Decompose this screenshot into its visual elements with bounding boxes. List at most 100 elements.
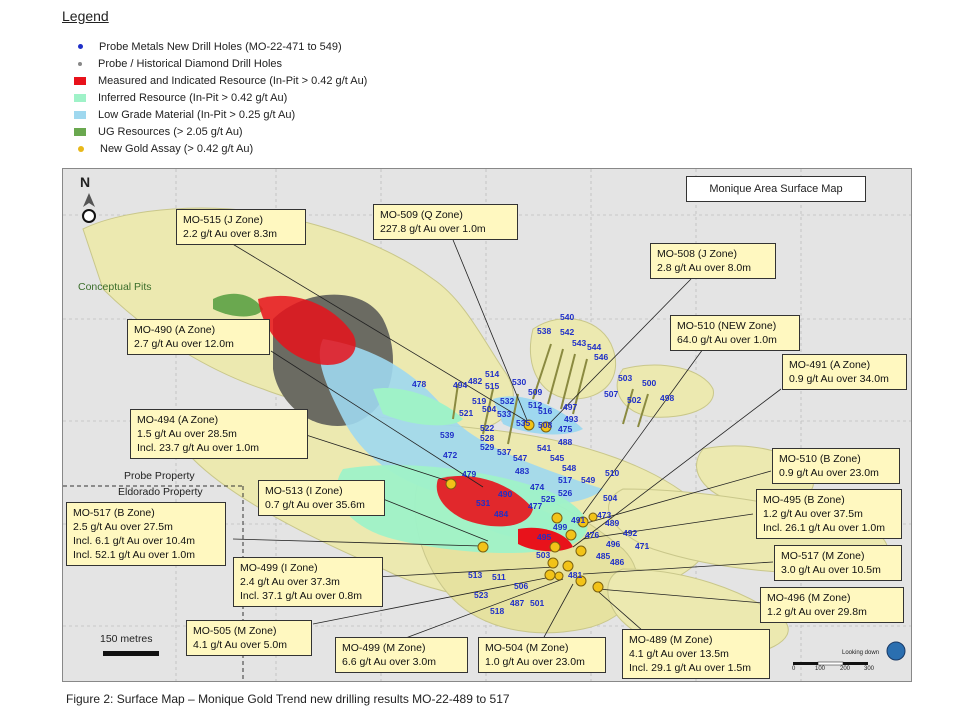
drill-hole-label: 495 xyxy=(537,532,552,542)
grey-dot-icon xyxy=(78,61,82,66)
drill-hole-label: 477 xyxy=(528,501,543,511)
legend-label: Measured and Indicated Resource (In-Pit … xyxy=(98,74,368,87)
probe-property-label: Probe Property xyxy=(124,470,195,482)
corner-scale-tick: 0 xyxy=(792,666,796,672)
drill-hole-label: 531 xyxy=(476,498,491,508)
drill-hole-label: 473 xyxy=(597,510,612,520)
drill-hole-label: 535 xyxy=(516,418,531,428)
drill-hole-label: 507 xyxy=(604,389,619,399)
green-swatch-icon xyxy=(74,127,86,136)
drill-hole-label: 496 xyxy=(606,539,621,549)
gold-assay-markers xyxy=(445,419,604,593)
legend-label: Inferred Resource (In-Pit > 0.42 g/t Au) xyxy=(98,91,288,104)
drill-hole-label: 476 xyxy=(585,530,600,540)
drill-hole-label: 532 xyxy=(500,396,515,406)
drill-hole-label: 547 xyxy=(513,453,528,463)
drill-hole-label: 538 xyxy=(537,326,552,336)
legend-label: UG Resources (> 2.05 g/t Au) xyxy=(98,125,243,138)
corner-scale-tick: 200 xyxy=(840,666,851,672)
drill-hole-label: 475 xyxy=(558,424,573,434)
drill-hole-label: 501 xyxy=(530,598,545,608)
drill-hole-label: 479 xyxy=(462,469,477,479)
callout-mo513-i: MO-513 (I Zone)0.7 g/t Au over 35.6m xyxy=(258,480,385,516)
callout-mo499-m: MO-499 (M Zone) 6.6 g/t Au over 3.0m xyxy=(335,637,468,673)
drill-hole-label: 490 xyxy=(498,489,513,499)
drill-hole-label: 481 xyxy=(568,570,583,580)
legend-label: New Gold Assay (> 0.42 g/t Au) xyxy=(100,142,254,155)
drill-hole-label: 497 xyxy=(563,402,578,412)
drill-hole-label: 508 xyxy=(538,420,553,430)
drill-hole-label: 472 xyxy=(443,450,458,460)
legend-item: Inferred Resource (In-Pit > 0.42 g/t Au) xyxy=(74,89,367,106)
drill-hole-label: 529 xyxy=(480,442,495,452)
drill-hole-label: 474 xyxy=(530,482,545,492)
drill-hole-label: 486 xyxy=(610,557,625,567)
drill-hole-label: 482 xyxy=(468,376,483,386)
drill-hole-label: 504 xyxy=(603,493,618,503)
drill-traces xyxy=(452,343,649,445)
measured-indicated-resource xyxy=(258,295,573,552)
north-label: N xyxy=(80,174,91,190)
callout-mo509-q: MO-509 (Q Zone)227.8 g/t Au over 1.0m xyxy=(373,204,518,240)
north-arrow-icon xyxy=(82,209,96,223)
callout-mo508-j: MO-508 (J Zone)2.8 g/t Au over 8.0m xyxy=(650,243,776,279)
figure-caption: Figure 2: Surface Map – Monique Gold Tre… xyxy=(66,692,510,706)
drill-hole-label: 549 xyxy=(581,475,596,485)
drill-hole-label: 539 xyxy=(440,430,455,440)
eldorado-property-label: Eldorado Property xyxy=(118,486,203,498)
drill-hole-label: 503 xyxy=(618,373,633,383)
drill-hole-label: 528 xyxy=(480,433,495,443)
drill-hole-label: 488 xyxy=(558,437,573,447)
callout-mo510-b: MO-510 (B Zone)0.9 g/t Au over 23.0m xyxy=(772,448,900,484)
legend-item: Measured and Indicated Resource (In-Pit … xyxy=(74,72,367,89)
blue-dot-icon xyxy=(78,44,83,49)
callout-mo517-m: MO-517 (M Zone)3.0 g/t Au over 10.5m xyxy=(774,545,902,581)
drill-hole-label: 502 xyxy=(627,395,642,405)
callout-mo504-m: MO-504 (M Zone)1.0 g/t Au over 23.0m xyxy=(478,637,606,673)
callout-mo494-a: MO-494 (A Zone) 1.5 g/t Au over 28.5m In… xyxy=(130,409,308,459)
corner-scale-tick: 300 xyxy=(864,666,875,672)
legend-label: Low Grade Material (In-Pit > 0.25 g/t Au… xyxy=(98,108,296,121)
callout-mo491-a: MO-491 (A Zone) 0.9 g/t Au over 34.0m xyxy=(782,354,907,390)
callout-mo496-m: MO-496 (M Zone) 1.2 g/t Au over 29.8m xyxy=(760,587,904,623)
drill-hole-label: 517 xyxy=(558,475,573,485)
drill-hole-label: 489 xyxy=(605,518,620,528)
drill-hole-label: 525 xyxy=(541,494,556,504)
drill-hole-label: 537 xyxy=(497,447,512,457)
drill-hole-label: 543 xyxy=(572,338,587,348)
drill-hole-label: 511 xyxy=(492,572,506,582)
north-arrow-pointer-icon xyxy=(83,193,95,207)
drill-hole-label: 503 xyxy=(536,550,551,560)
drill-hole-label: 523 xyxy=(474,590,489,600)
drill-hole-label: 509 xyxy=(528,387,543,397)
drill-hole-label: 483 xyxy=(515,466,530,476)
drill-hole-label: 519 xyxy=(472,396,487,406)
legend: Probe Metals New Drill Holes (MO-22-471 … xyxy=(74,38,367,157)
callout-mo490-a: MO-490 (A Zone)2.7 g/t Au over 12.0m xyxy=(127,319,270,355)
callout-mo505-m: MO-505 (M Zone)4.1 g/t Au over 5.0m xyxy=(186,620,312,656)
drill-hole-label: 522 xyxy=(480,423,495,433)
drill-hole-label: 491 xyxy=(571,515,586,525)
drill-hole-label: 548 xyxy=(562,463,577,473)
gold-dot-icon xyxy=(78,145,84,152)
mint-swatch-icon xyxy=(74,93,86,102)
drill-hole-label: 512 xyxy=(528,400,543,410)
drill-hole-label: 484 xyxy=(494,509,509,519)
conceptual-pits-label: Conceptual Pits xyxy=(78,281,152,293)
drill-hole-label: 494 xyxy=(453,380,468,390)
corner-scale xyxy=(793,661,868,666)
drill-hole-label: 478 xyxy=(412,379,427,389)
legend-item: Probe / Historical Diamond Drill Holes xyxy=(74,55,367,72)
legend-item: New Gold Assay (> 0.42 g/t Au) xyxy=(74,140,367,157)
callout-mo515-j: MO-515 (J Zone)2.2 g/t Au over 8.3m xyxy=(176,209,306,245)
drill-hole-label: 544 xyxy=(587,342,602,352)
drill-hole-label: 540 xyxy=(560,312,575,322)
globe-icon xyxy=(886,641,906,661)
drill-hole-label: 515 xyxy=(485,381,500,391)
drill-hole-label: 513 xyxy=(468,570,483,580)
legend-item: Probe Metals New Drill Holes (MO-22-471 … xyxy=(74,38,367,55)
drill-hole-label: 514 xyxy=(485,369,500,379)
